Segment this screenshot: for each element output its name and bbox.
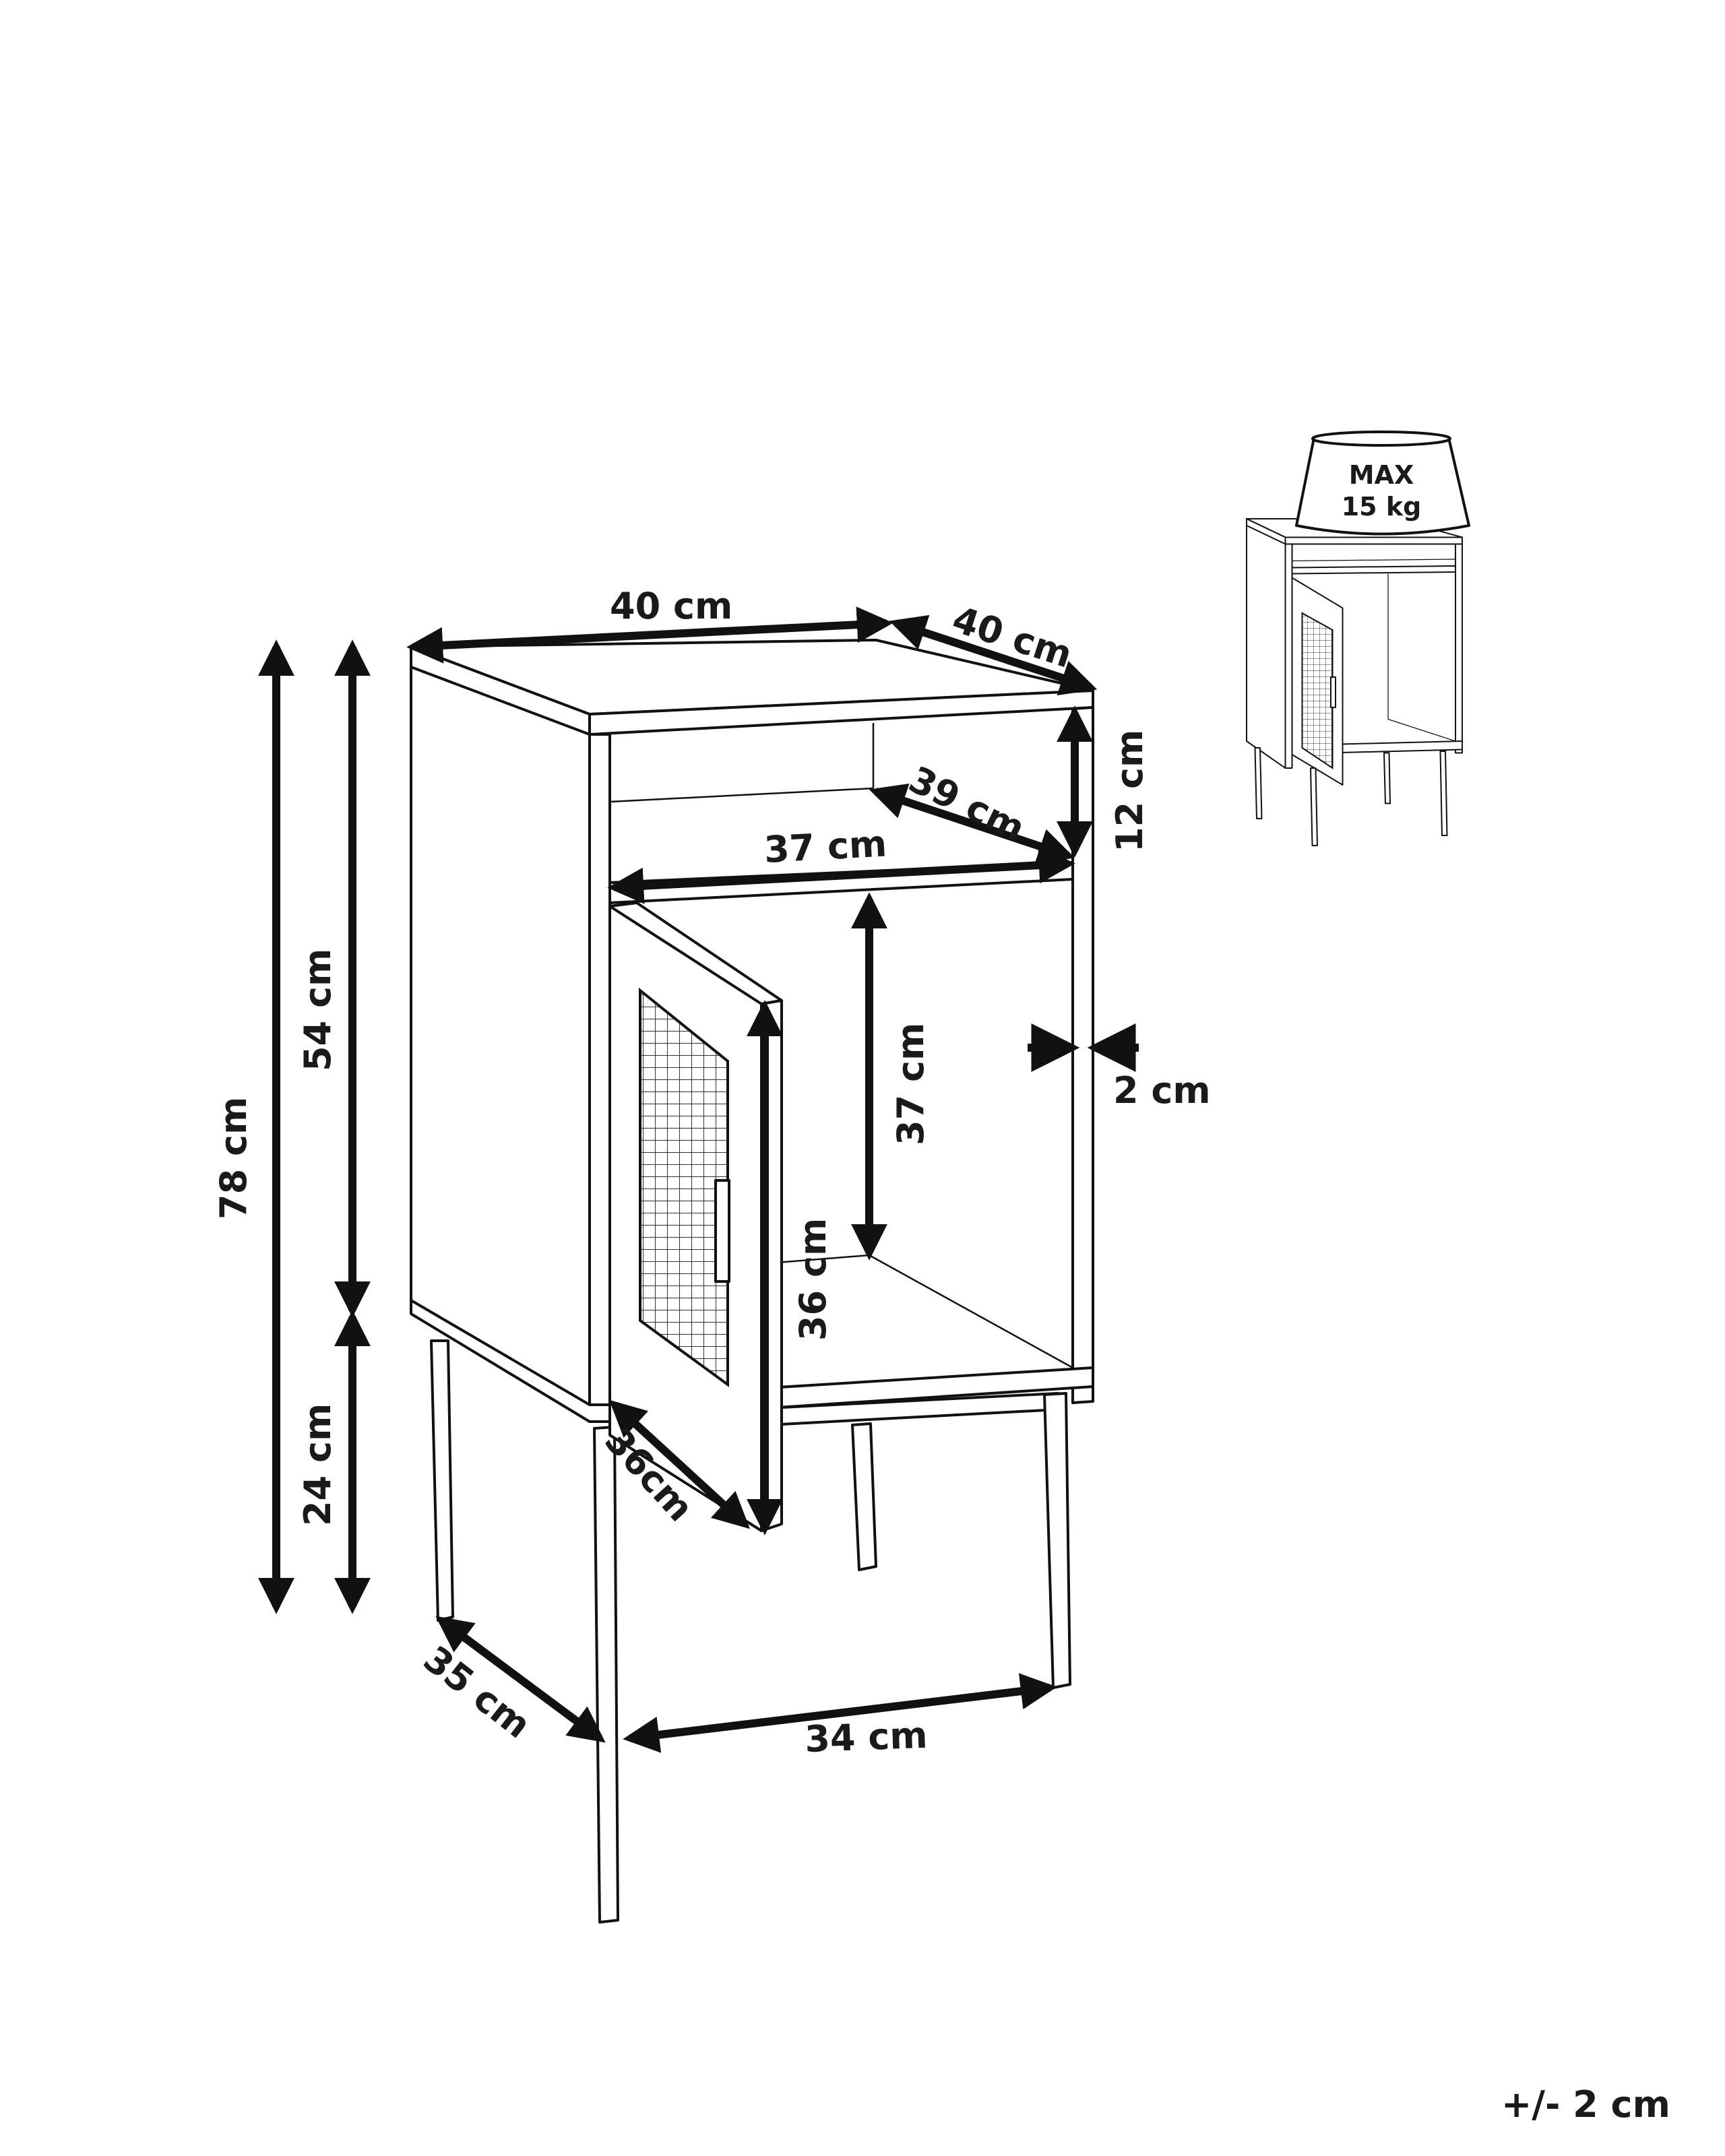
load-weight-badge: MAX 15 kg <box>1295 431 1470 536</box>
label-top-width: 40 cm <box>610 585 732 627</box>
label-door-height: 36 cm <box>792 1218 834 1341</box>
label-leg-height: 24 cm <box>296 1403 339 1526</box>
tolerance-note: +/- 2 cm <box>1501 2083 1670 2126</box>
thumbnail-cabinet <box>1246 518 1463 846</box>
leg-front-left <box>593 1426 619 1924</box>
label-shelf-opening-height: 12 cm <box>1108 730 1151 852</box>
label-total-height: 78 cm <box>212 1097 255 1219</box>
label-shelf-depth: 39 cm <box>902 758 1031 850</box>
door-mesh-panel <box>639 987 729 1387</box>
leg-back-right <box>851 1422 877 1571</box>
dimension-lines <box>258 606 1139 1753</box>
load-capacity-value: 15 kg <box>1342 492 1422 521</box>
label-compartment-height: 37 cm <box>889 1023 932 1145</box>
label-leg-depth-span: 35 cm <box>416 1638 538 1747</box>
label-panel-thickness: 2 cm <box>1113 1069 1211 1112</box>
label-body-height: 54 cm <box>296 949 339 1071</box>
label-leg-width-span: 34 cm <box>804 1714 928 1761</box>
leg-back-left <box>430 1339 454 1622</box>
cabinet-main <box>410 639 1094 1924</box>
label-shelf-width: 37 cm <box>763 823 887 871</box>
door-handle <box>714 1179 730 1283</box>
leg-front-right <box>1043 1392 1071 1689</box>
left-side-panel <box>410 656 591 1423</box>
load-max-label: MAX <box>1349 460 1414 490</box>
